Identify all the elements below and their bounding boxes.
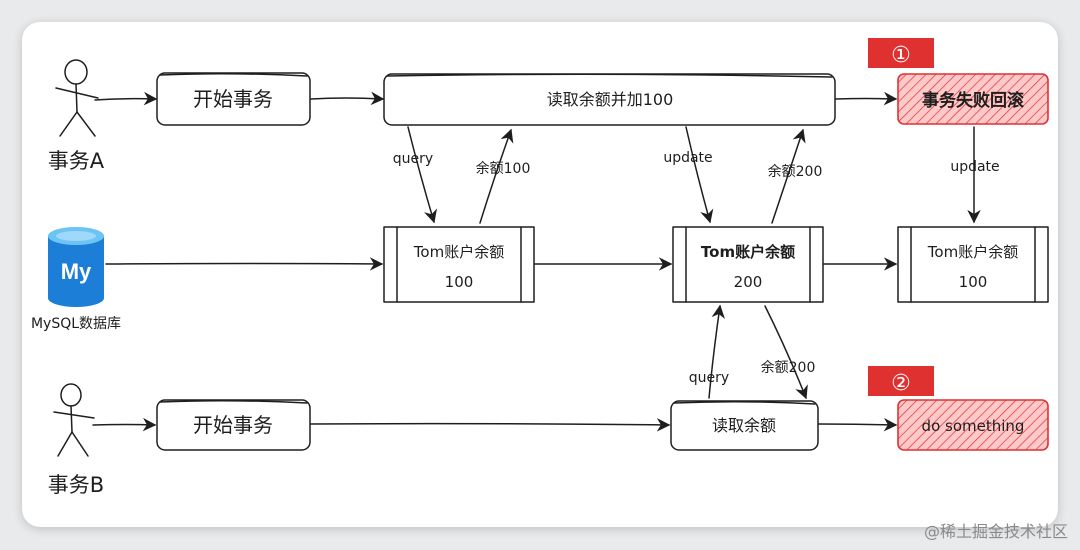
watermark: @稀土掘金技术社区 [923, 522, 1068, 541]
edge-label-query-a: query [393, 151, 433, 167]
tom-balance-title-3: Tom账户余额 [927, 243, 1018, 261]
diagram-card [22, 22, 1058, 527]
marker-one-badge: ① [868, 38, 934, 68]
edge-label-balance-200-b: 余额200 [761, 359, 816, 376]
actor-a-label: 事务A [48, 149, 105, 173]
edge-label-balance-100: 余额100 [476, 160, 531, 177]
do-something-label: do something [922, 417, 1025, 435]
tom-balance-box-100-restored: Tom账户余额 100 [897, 226, 1049, 303]
edge-label-query-b: query [689, 370, 729, 386]
edge-label-balance-200-a: 余额200 [768, 163, 823, 180]
marker-two-text: ② [891, 371, 911, 396]
start-transaction-a-label: 开始事务 [193, 87, 273, 111]
read-balance-add-box: 读取余额并加100 [383, 73, 836, 126]
tom-balance-title-1: Tom账户余额 [413, 243, 504, 261]
read-balance-b-box: 读取余额 [670, 400, 819, 451]
tom-balance-value-1: 100 [445, 273, 474, 291]
tom-balance-box-100: Tom账户余额 100 [383, 226, 535, 303]
start-transaction-b-box: 开始事务 [156, 399, 311, 451]
read-balance-b-label: 读取余额 [712, 416, 776, 435]
actor-b-stick-figure [53, 383, 95, 457]
tom-balance-value-2: 200 [734, 273, 763, 291]
rollback-box: 事务失败回滚 [897, 73, 1049, 125]
edge-label-update-a: update [663, 150, 712, 166]
edge-label-update-rollback: update [950, 159, 999, 175]
start-transaction-a-box: 开始事务 [156, 72, 311, 126]
connector-arrows [92, 91, 981, 432]
read-balance-add-label: 读取余额并加100 [547, 90, 674, 109]
rollback-label: 事务失败回滚 [922, 90, 1025, 111]
actor-b-label: 事务B [48, 473, 104, 497]
mysql-database-icon: My [48, 227, 104, 307]
tom-balance-box-200: Tom账户余额 200 [672, 226, 824, 303]
marker-two-badge: ② [868, 366, 934, 396]
actor-a-stick-figure [55, 59, 99, 137]
database-label: MySQL数据库 [31, 316, 121, 332]
marker-one-text: ① [891, 43, 911, 68]
tom-balance-title-2: Tom账户余额 [701, 243, 795, 261]
do-something-box: do something [897, 399, 1049, 451]
start-transaction-b-label: 开始事务 [193, 413, 273, 437]
mysql-logo-text: My [61, 259, 92, 284]
tom-balance-value-3: 100 [959, 273, 988, 291]
